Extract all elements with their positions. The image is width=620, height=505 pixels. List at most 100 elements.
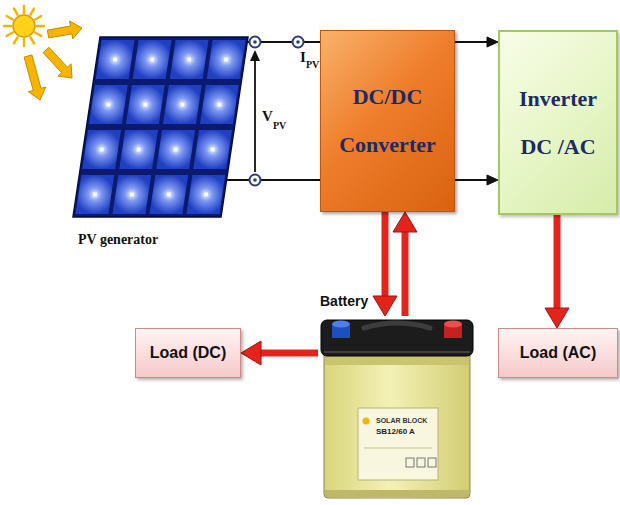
node-label: PV generator bbox=[72, 232, 158, 248]
pv-cell bbox=[207, 40, 246, 79]
inverter-box: Inverter DC /AC bbox=[498, 30, 618, 215]
voltage-subscript: PV bbox=[273, 120, 286, 131]
pv-cell-dot bbox=[224, 58, 228, 62]
battery-model-text: SB12/60 A bbox=[376, 427, 415, 436]
battery-lid-edge bbox=[324, 351, 470, 353]
pv-cell bbox=[89, 85, 128, 124]
connector bbox=[455, 175, 498, 185]
sun-ray bbox=[14, 37, 18, 43]
sunlight-arrow bbox=[24, 55, 46, 100]
sun-ray bbox=[14, 9, 18, 15]
arrow-head bbox=[545, 308, 569, 328]
sun-ray bbox=[7, 16, 13, 20]
sun-ray bbox=[37, 25, 44, 28]
arrow-head bbox=[487, 37, 498, 47]
pv-generator: PV generator bbox=[72, 36, 250, 250]
pv-cell bbox=[96, 40, 135, 79]
sun-ray bbox=[7, 33, 13, 37]
terminal-ring bbox=[250, 175, 261, 186]
connector bbox=[393, 212, 417, 316]
voltage-symbol: V bbox=[262, 108, 273, 125]
battery-symbol bbox=[428, 458, 436, 467]
pv-cell bbox=[133, 40, 172, 79]
pv-cell bbox=[163, 85, 202, 124]
pv-cell bbox=[156, 130, 195, 169]
pv-cell-dot bbox=[211, 148, 215, 152]
connector bbox=[373, 212, 397, 316]
sun-ray bbox=[31, 37, 35, 43]
node-label: Inverter DC /AC bbox=[500, 75, 616, 171]
sun-ray bbox=[35, 33, 41, 37]
terminal-dot bbox=[253, 178, 257, 182]
node-label: Battery bbox=[320, 293, 368, 309]
pv-cell-dot bbox=[167, 193, 171, 197]
pv-cell-dot bbox=[217, 103, 221, 107]
current-symbol: I bbox=[300, 49, 306, 66]
battery-art bbox=[318, 316, 476, 502]
pv-cell bbox=[150, 175, 189, 214]
sun-ray bbox=[35, 16, 41, 20]
sun-icon bbox=[4, 6, 44, 46]
pv-cell bbox=[187, 175, 226, 214]
pv-panel-art bbox=[72, 36, 250, 220]
battery: Battery bbox=[318, 316, 476, 502]
sun-disc bbox=[13, 15, 35, 37]
pv-cell-dot bbox=[137, 148, 141, 152]
sunlight-arrow bbox=[43, 47, 72, 78]
voltage-arrow-line bbox=[254, 60, 256, 172]
connector-line bbox=[455, 179, 489, 181]
pv-cell bbox=[126, 85, 165, 124]
connector-line bbox=[227, 179, 320, 181]
connector bbox=[241, 341, 318, 365]
pv-cell bbox=[76, 175, 115, 214]
connector-line bbox=[402, 228, 409, 316]
connector-line bbox=[554, 215, 561, 312]
current-subscript: PV bbox=[306, 59, 319, 70]
pv-cell-dot bbox=[204, 193, 208, 197]
sun-ray bbox=[4, 25, 11, 28]
terminal-ring bbox=[250, 37, 261, 48]
arrow-head bbox=[241, 341, 261, 365]
terminal-ring bbox=[293, 37, 304, 48]
battery-body bbox=[324, 352, 470, 498]
connector bbox=[227, 180, 320, 181]
pv-cell-dot bbox=[113, 58, 117, 62]
sun-ray bbox=[31, 9, 35, 15]
pv-cell bbox=[82, 130, 121, 169]
pv-cell-dot bbox=[143, 103, 147, 107]
connector-line bbox=[257, 350, 318, 357]
connector-line bbox=[455, 41, 489, 43]
voltage-arrow-head bbox=[250, 50, 260, 61]
sun-ray bbox=[23, 39, 26, 46]
pv-cell-dot bbox=[93, 193, 97, 197]
battery-symbol bbox=[406, 458, 414, 467]
battery-label-rule bbox=[364, 448, 432, 449]
arrow-head bbox=[393, 212, 417, 232]
node-label: DC/DC Converter bbox=[321, 73, 454, 169]
sunlight-arrow bbox=[47, 21, 82, 39]
pv-cell-dot bbox=[187, 58, 191, 62]
connector-line bbox=[382, 212, 389, 300]
battery-logo bbox=[363, 418, 370, 425]
arrow-head bbox=[487, 175, 498, 185]
terminal-dot bbox=[253, 40, 257, 44]
load-box: Load (DC) bbox=[135, 328, 241, 378]
battery-lid bbox=[321, 320, 473, 356]
connector bbox=[455, 37, 498, 47]
pv-cell-dot bbox=[150, 58, 154, 62]
pv-cell-dot bbox=[130, 193, 134, 197]
battery-terminal-top bbox=[444, 321, 462, 328]
load-box: Load (AC) bbox=[498, 328, 618, 378]
pv-cell-dot bbox=[174, 148, 178, 152]
pv-cell bbox=[113, 175, 152, 214]
terminal-dot bbox=[296, 40, 300, 44]
node-label: Load (DC) bbox=[150, 344, 226, 362]
converter-box: DC/DC Converter bbox=[320, 30, 455, 212]
arrow-head bbox=[373, 296, 397, 316]
battery-base bbox=[325, 490, 469, 497]
pv-cell bbox=[170, 40, 209, 79]
battery-handle bbox=[364, 323, 430, 328]
pv-cell bbox=[119, 130, 158, 169]
